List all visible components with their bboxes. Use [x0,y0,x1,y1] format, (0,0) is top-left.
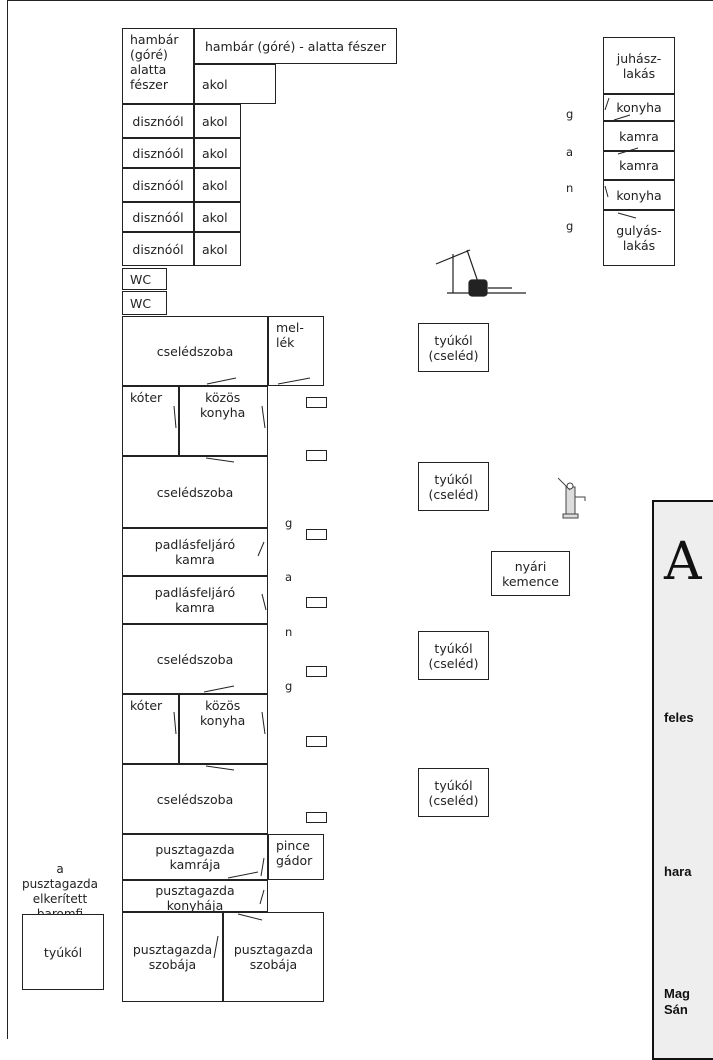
room-tyukol-cseled-1: tyúkól (cseléd) [418,323,489,372]
room-nyari-kemence: nyári kemence [491,551,570,596]
room-konyha-r2: konyha [603,180,675,210]
room-mellek: mel- lék [268,316,324,386]
room-wc-1: WC [122,268,167,290]
room-padlas-kamra-1: padlásfeljáró kamra [122,528,268,576]
room-gulyas-lakas: gulyás- lakás [603,210,675,266]
water-pump-icon [557,477,586,519]
gang-letter-right-1: g [566,107,574,121]
room-cseledszoba-3: cselédszoba [122,624,268,694]
room-kozos-konyha-1: közös konyha [179,386,268,456]
room-cseledszoba-1: cselédszoba [122,316,268,386]
room-wc-2: WC [122,291,167,315]
room-cseledszoba-2: cselédszoba [122,456,268,528]
room-akol-3: akol [194,168,241,202]
corridor-post [306,812,327,823]
room-akol-2: akol [194,138,241,168]
room-pusztagazda-szobaja-1: pusztagazda szobája [122,912,223,1002]
room-disznool-3: disznóól [122,168,194,202]
gang-letter-mid-4: g [285,679,293,693]
room-akol-4: akol [194,202,241,232]
corridor-post [306,666,327,677]
room-koter-2: kóter [122,694,179,764]
room-akol-1: akol [194,104,241,138]
room-tyukol-cseled-3: tyúkól (cseléd) [418,631,489,680]
corridor-wall [267,386,268,912]
room-pusztagazda-kamraja: pusztagazda kamrája [122,834,268,880]
room-disznool-2: disznóól [122,138,194,168]
room-pusztagazda-konyhaja: pusztagazda konyhája [122,880,268,912]
room-akol-5: akol [194,232,241,266]
gang-letter-mid-3: n [285,625,293,639]
panel-line-4: Sán [664,1002,688,1017]
info-panel: A feles hara Mag Sán [652,500,713,1060]
room-kamra-r2: kamra [603,151,675,180]
panel-big-letter: A [664,532,702,592]
room-tyukol-cseled-2: tyúkól (cseléd) [418,462,489,511]
panel-line-2: hara [664,864,692,879]
corridor-post [306,397,327,408]
gang-letter-mid-1: g [285,516,293,530]
gang-letter-right-2: a [566,145,574,159]
left-border [7,0,8,1039]
room-disznool-1: disznóól [122,104,194,138]
room-pusztagazda-szobaja-2: pusztagazda szobája [223,912,324,1002]
room-hambar-long: hambár (góré) - alatta fészer [194,28,397,64]
room-kamra-r1: kamra [603,121,675,151]
gang-letter-right-4: g [566,219,574,233]
room-disznool-5: disznóól [122,232,194,266]
corridor-post [306,597,327,608]
room-padlas-kamra-2: padlásfeljáró kamra [122,576,268,624]
room-cseledszoba-4: cselédszoba [122,764,268,834]
top-border [7,0,713,1]
well-sweep-icon [435,249,526,297]
room-koter-1: kóter [122,386,179,456]
room-pince-gador: pince gádor [268,834,324,880]
room-disznool-4: disznóól [122,202,194,232]
panel-line-3: Mag [664,986,690,1001]
room-akol-top: akol [194,64,276,104]
room-tyukol-left: tyúkól [22,914,104,990]
room-juhasz-lakas: juhász- lakás [603,37,675,94]
gang-letter-mid-2: a [285,570,293,584]
corridor-post [306,529,327,540]
room-hambar-gore: hambár (góré) alatta fészer [122,28,194,104]
corridor-post [306,450,327,461]
room-tyukol-cseled-4: tyúkól (cseléd) [418,768,489,817]
room-konyha-r1: konyha [603,94,675,121]
corridor-post [306,736,327,747]
room-kozos-konyha-2: közös konyha [179,694,268,764]
room-pusztagazda-konyhaja-lower [122,880,268,912]
panel-line-1: feles [664,710,694,725]
gang-letter-right-3: n [566,181,574,195]
